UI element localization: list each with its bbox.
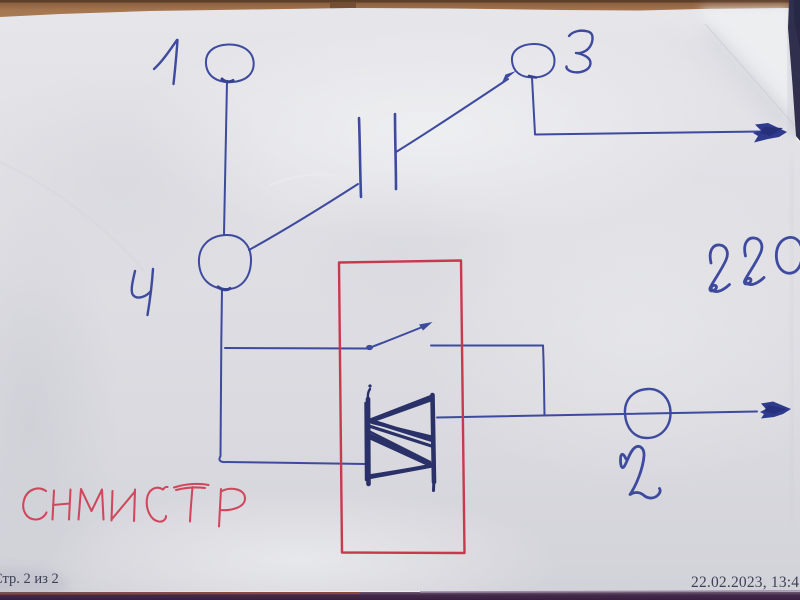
svg-text:22.02.2023, 13:41: 22.02.2023, 13:41 <box>691 574 800 591</box>
svg-text:Стр. 2 из 2: Стр. 2 из 2 <box>0 571 59 587</box>
